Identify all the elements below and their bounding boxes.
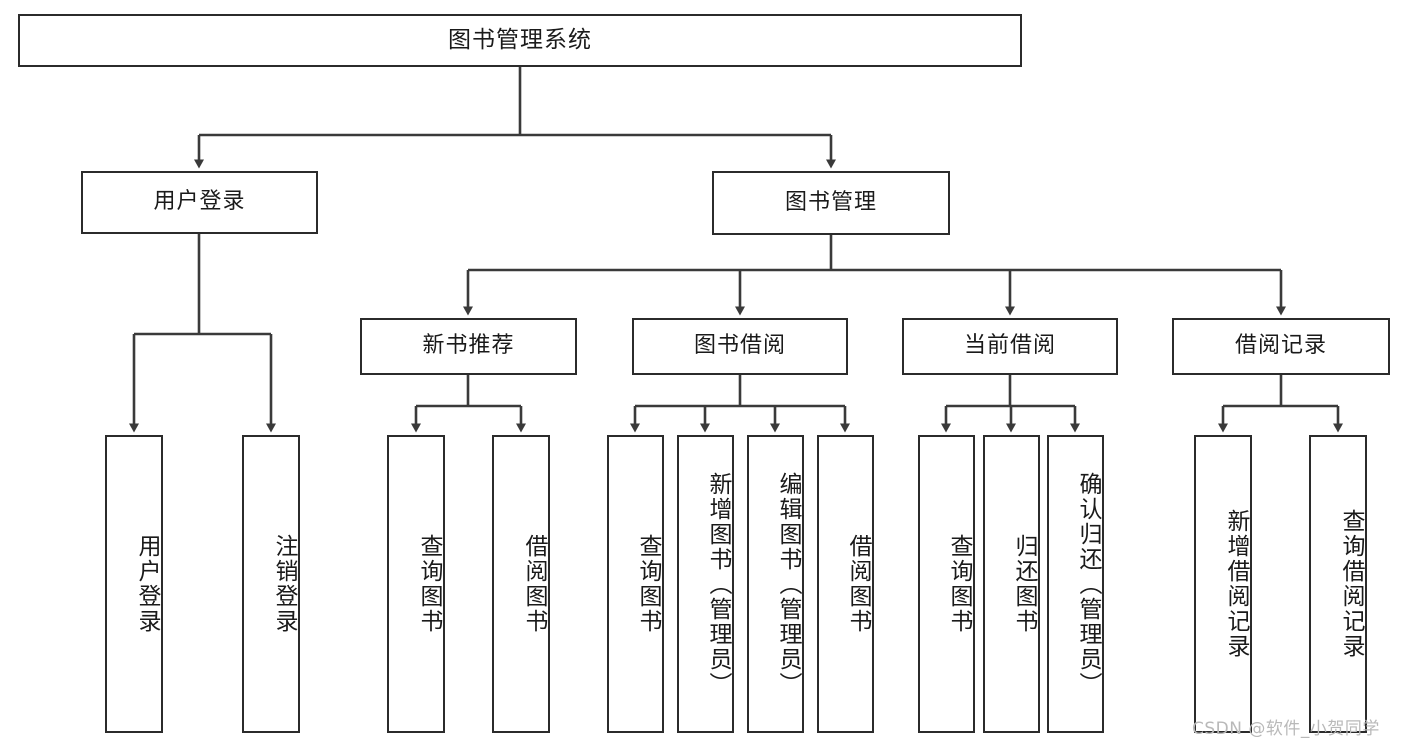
node-leaf-confirm-return-label: 确认归还（管理员） <box>1075 471 1101 697</box>
node-borrow-record-label: 借阅记录 <box>1234 333 1327 359</box>
node-leaf-return-book-label: 归还图书 <box>1011 534 1037 634</box>
csdn-watermark: CSDN @软件_小贺同学 <box>1192 719 1380 739</box>
node-user-login[interactable]: 用户登录 <box>81 171 318 234</box>
node-leaf-query-book-2-label: 查询图书 <box>635 534 661 634</box>
node-leaf-query-record-label: 查询借阅记录 <box>1338 509 1364 659</box>
node-leaf-add-book-label: 新增图书（管理员） <box>705 471 731 697</box>
node-leaf-borrow-book-1[interactable]: 借阅图书 <box>492 435 550 733</box>
node-leaf-add-record-label: 新增借阅记录 <box>1223 509 1249 659</box>
node-current-borrow[interactable]: 当前借阅 <box>902 318 1118 375</box>
node-book-borrow[interactable]: 图书借阅 <box>632 318 848 375</box>
node-leaf-query-book-1[interactable]: 查询图书 <box>387 435 445 733</box>
node-leaf-borrow-book-1-label: 借阅图书 <box>521 534 547 634</box>
node-leaf-borrow-book-2-label: 借阅图书 <box>845 534 871 634</box>
node-leaf-user-login[interactable]: 用户登录 <box>105 435 163 733</box>
node-book-management[interactable]: 图书管理 <box>712 171 950 235</box>
node-leaf-query-book-3[interactable]: 查询图书 <box>918 435 975 733</box>
node-leaf-confirm-return[interactable]: 确认归还（管理员） <box>1047 435 1104 733</box>
node-leaf-add-book[interactable]: 新增图书（管理员） <box>677 435 734 733</box>
node-leaf-logout-login-label: 注销登录 <box>271 534 297 634</box>
node-leaf-add-record[interactable]: 新增借阅记录 <box>1194 435 1252 733</box>
node-leaf-query-book-1-label: 查询图书 <box>416 534 442 634</box>
node-borrow-record[interactable]: 借阅记录 <box>1172 318 1390 375</box>
node-current-borrow-label: 当前借阅 <box>963 333 1056 359</box>
node-root-book-management-system[interactable]: 图书管理系统 <box>18 14 1022 67</box>
node-leaf-borrow-book-2[interactable]: 借阅图书 <box>817 435 874 733</box>
node-leaf-query-book-3-label: 查询图书 <box>946 534 972 634</box>
node-leaf-query-book-2[interactable]: 查询图书 <box>607 435 664 733</box>
node-leaf-logout-login[interactable]: 注销登录 <box>242 435 300 733</box>
node-leaf-user-login-label: 用户登录 <box>134 534 160 634</box>
node-book-management-label: 图书管理 <box>784 189 877 215</box>
node-root-label: 图书管理系统 <box>448 26 592 53</box>
node-user-login-label: 用户登录 <box>153 189 246 215</box>
node-leaf-edit-book-label: 编辑图书（管理员） <box>775 471 801 697</box>
node-leaf-edit-book[interactable]: 编辑图书（管理员） <box>747 435 804 733</box>
node-leaf-return-book[interactable]: 归还图书 <box>983 435 1040 733</box>
node-book-borrow-label: 图书借阅 <box>693 333 786 359</box>
node-new-book-recommend[interactable]: 新书推荐 <box>360 318 577 375</box>
node-leaf-query-record[interactable]: 查询借阅记录 <box>1309 435 1367 733</box>
node-new-book-recommend-label: 新书推荐 <box>422 333 515 359</box>
